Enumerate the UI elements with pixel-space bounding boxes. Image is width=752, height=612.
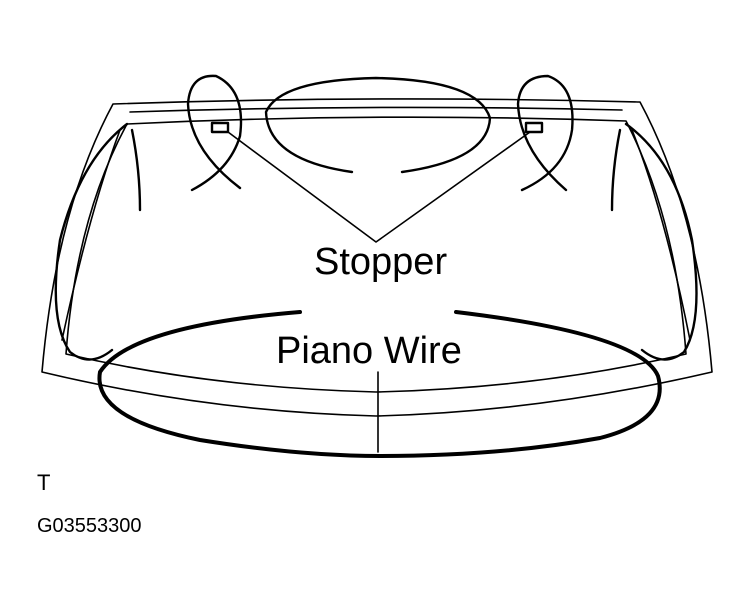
left-molding-loop [54,122,142,361]
right-molding-line [631,129,691,341]
windshield-top-molding [129,106,623,113]
windshield-outer-edge [41,98,713,417]
right-stopper-icon [524,121,544,134]
bottom-piano-wire-loop [97,310,662,458]
stopper-label: Stopper [314,241,448,283]
windshield-inner-edge [65,116,687,393]
left-stopper-icon [210,121,230,134]
figure-code: G03553300 [37,515,142,537]
piano-wire-label: Piano Wire [276,330,462,372]
view-letter: T [37,470,51,495]
left-molding-line [61,129,121,341]
right-molding-loop [610,122,698,361]
right-stopper-wire-loop [516,74,574,192]
left-stopper-wire-loop [186,74,243,192]
top-center-wire-loop [264,76,492,174]
stopper-leader-lines [227,131,531,243]
